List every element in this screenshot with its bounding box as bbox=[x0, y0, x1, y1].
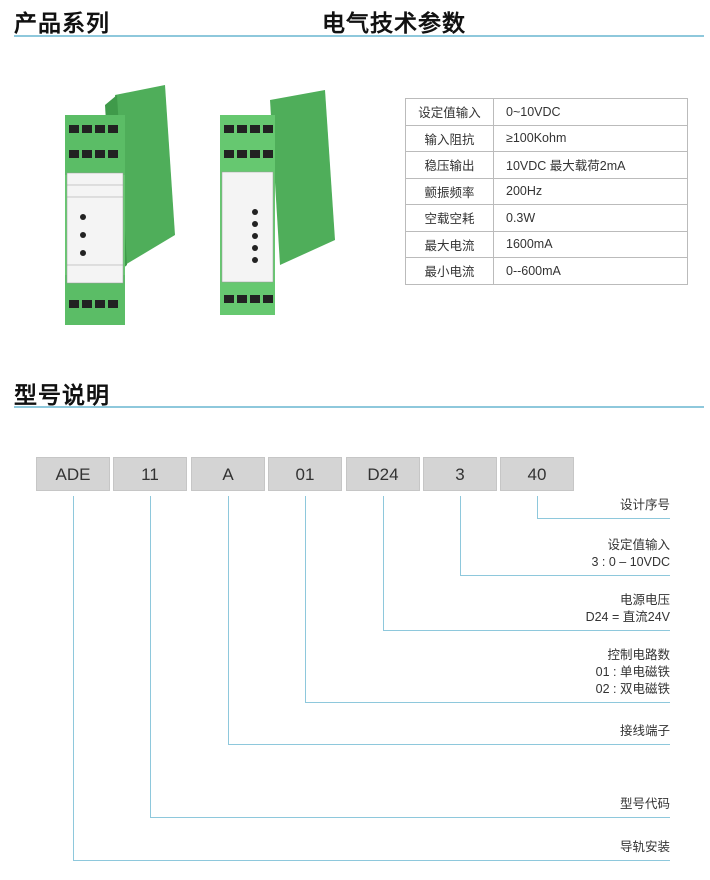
product-image-right bbox=[220, 90, 335, 315]
heading-model: 型号说明 bbox=[14, 383, 110, 409]
leader-line-vertical bbox=[228, 496, 229, 744]
model-label-line: 3 : 0 – 10VDC bbox=[591, 555, 670, 569]
leader-line-vertical bbox=[73, 496, 74, 860]
model-label-line: 02 : 双电磁铁 bbox=[595, 682, 670, 696]
model-label: 导轨安装 bbox=[620, 839, 670, 856]
heading-rule bbox=[14, 35, 704, 37]
spec-value: ≥100Kohm bbox=[493, 124, 688, 152]
leader-line-vertical bbox=[537, 496, 538, 518]
spec-key: 设定值输入 bbox=[405, 98, 494, 126]
spec-value: 200Hz bbox=[493, 177, 688, 205]
spec-value: 0~10VDC bbox=[493, 98, 688, 126]
leader-line-horizontal bbox=[537, 518, 670, 519]
model-code-segment: 3 bbox=[423, 457, 497, 491]
spec-key: 最小电流 bbox=[405, 257, 494, 285]
spec-value: 0.3W bbox=[493, 204, 688, 232]
model-label: 设计序号 bbox=[620, 497, 670, 514]
leader-line-horizontal bbox=[73, 860, 670, 861]
heading-products: 产品系列 bbox=[14, 11, 110, 37]
model-code-segment: ADE bbox=[36, 457, 110, 491]
model-label-line: 电源电压 bbox=[619, 593, 670, 607]
spec-value: 0--600mA bbox=[493, 257, 688, 285]
model-label: 电源电压 D24 = 直流24V bbox=[586, 592, 670, 626]
spec-key: 颤振频率 bbox=[405, 177, 494, 205]
leader-line-vertical bbox=[150, 496, 151, 817]
model-label-line: 接线端子 bbox=[619, 724, 670, 738]
model-label: 接线端子 bbox=[620, 723, 670, 740]
spec-key: 空载空耗 bbox=[405, 204, 494, 232]
leader-line-horizontal bbox=[150, 817, 670, 818]
spec-row: 输入阻抗≥100Kohm bbox=[405, 124, 688, 152]
spec-key: 输入阻抗 bbox=[405, 124, 494, 152]
model-code-segment: 11 bbox=[113, 457, 187, 491]
model-code-segment: A bbox=[191, 457, 265, 491]
model-label: 型号代码 bbox=[620, 796, 670, 813]
model-code-segment: 01 bbox=[268, 457, 342, 491]
leader-line-horizontal bbox=[228, 744, 670, 745]
model-label-line: D24 = 直流24V bbox=[585, 610, 670, 624]
model-label-line: 控制电路数 bbox=[607, 648, 670, 662]
spec-value: 10VDC 最大载荷2mA bbox=[493, 151, 688, 179]
model-label: 控制电路数 01 : 单电磁铁 02 : 双电磁铁 bbox=[596, 647, 670, 698]
model-label-line: 设计序号 bbox=[619, 498, 670, 512]
leader-line-vertical bbox=[383, 496, 384, 630]
spec-key: 稳压输出 bbox=[405, 151, 494, 179]
heading-specs: 电气技术参数 bbox=[322, 11, 466, 37]
leader-line-horizontal bbox=[460, 575, 670, 576]
model-code-segment: D24 bbox=[346, 457, 420, 491]
model-label-line: 型号代码 bbox=[619, 797, 670, 811]
heading-rule-model bbox=[14, 406, 704, 408]
model-label-line: 设定值输入 bbox=[607, 538, 670, 552]
leader-line-horizontal bbox=[383, 630, 670, 631]
leader-line-vertical bbox=[305, 496, 306, 702]
model-label-line: 01 : 单电磁铁 bbox=[595, 665, 670, 679]
spec-value: 1600mA bbox=[493, 230, 688, 258]
spec-key: 最大电流 bbox=[405, 230, 494, 258]
leader-line-horizontal bbox=[305, 702, 670, 703]
model-label-line: 导轨安装 bbox=[619, 840, 670, 854]
model-code-segment: 40 bbox=[500, 457, 574, 491]
leader-line-vertical bbox=[460, 496, 461, 575]
model-label: 设定值输入 3 : 0 – 10VDC bbox=[591, 537, 670, 571]
product-image-left bbox=[65, 85, 175, 325]
